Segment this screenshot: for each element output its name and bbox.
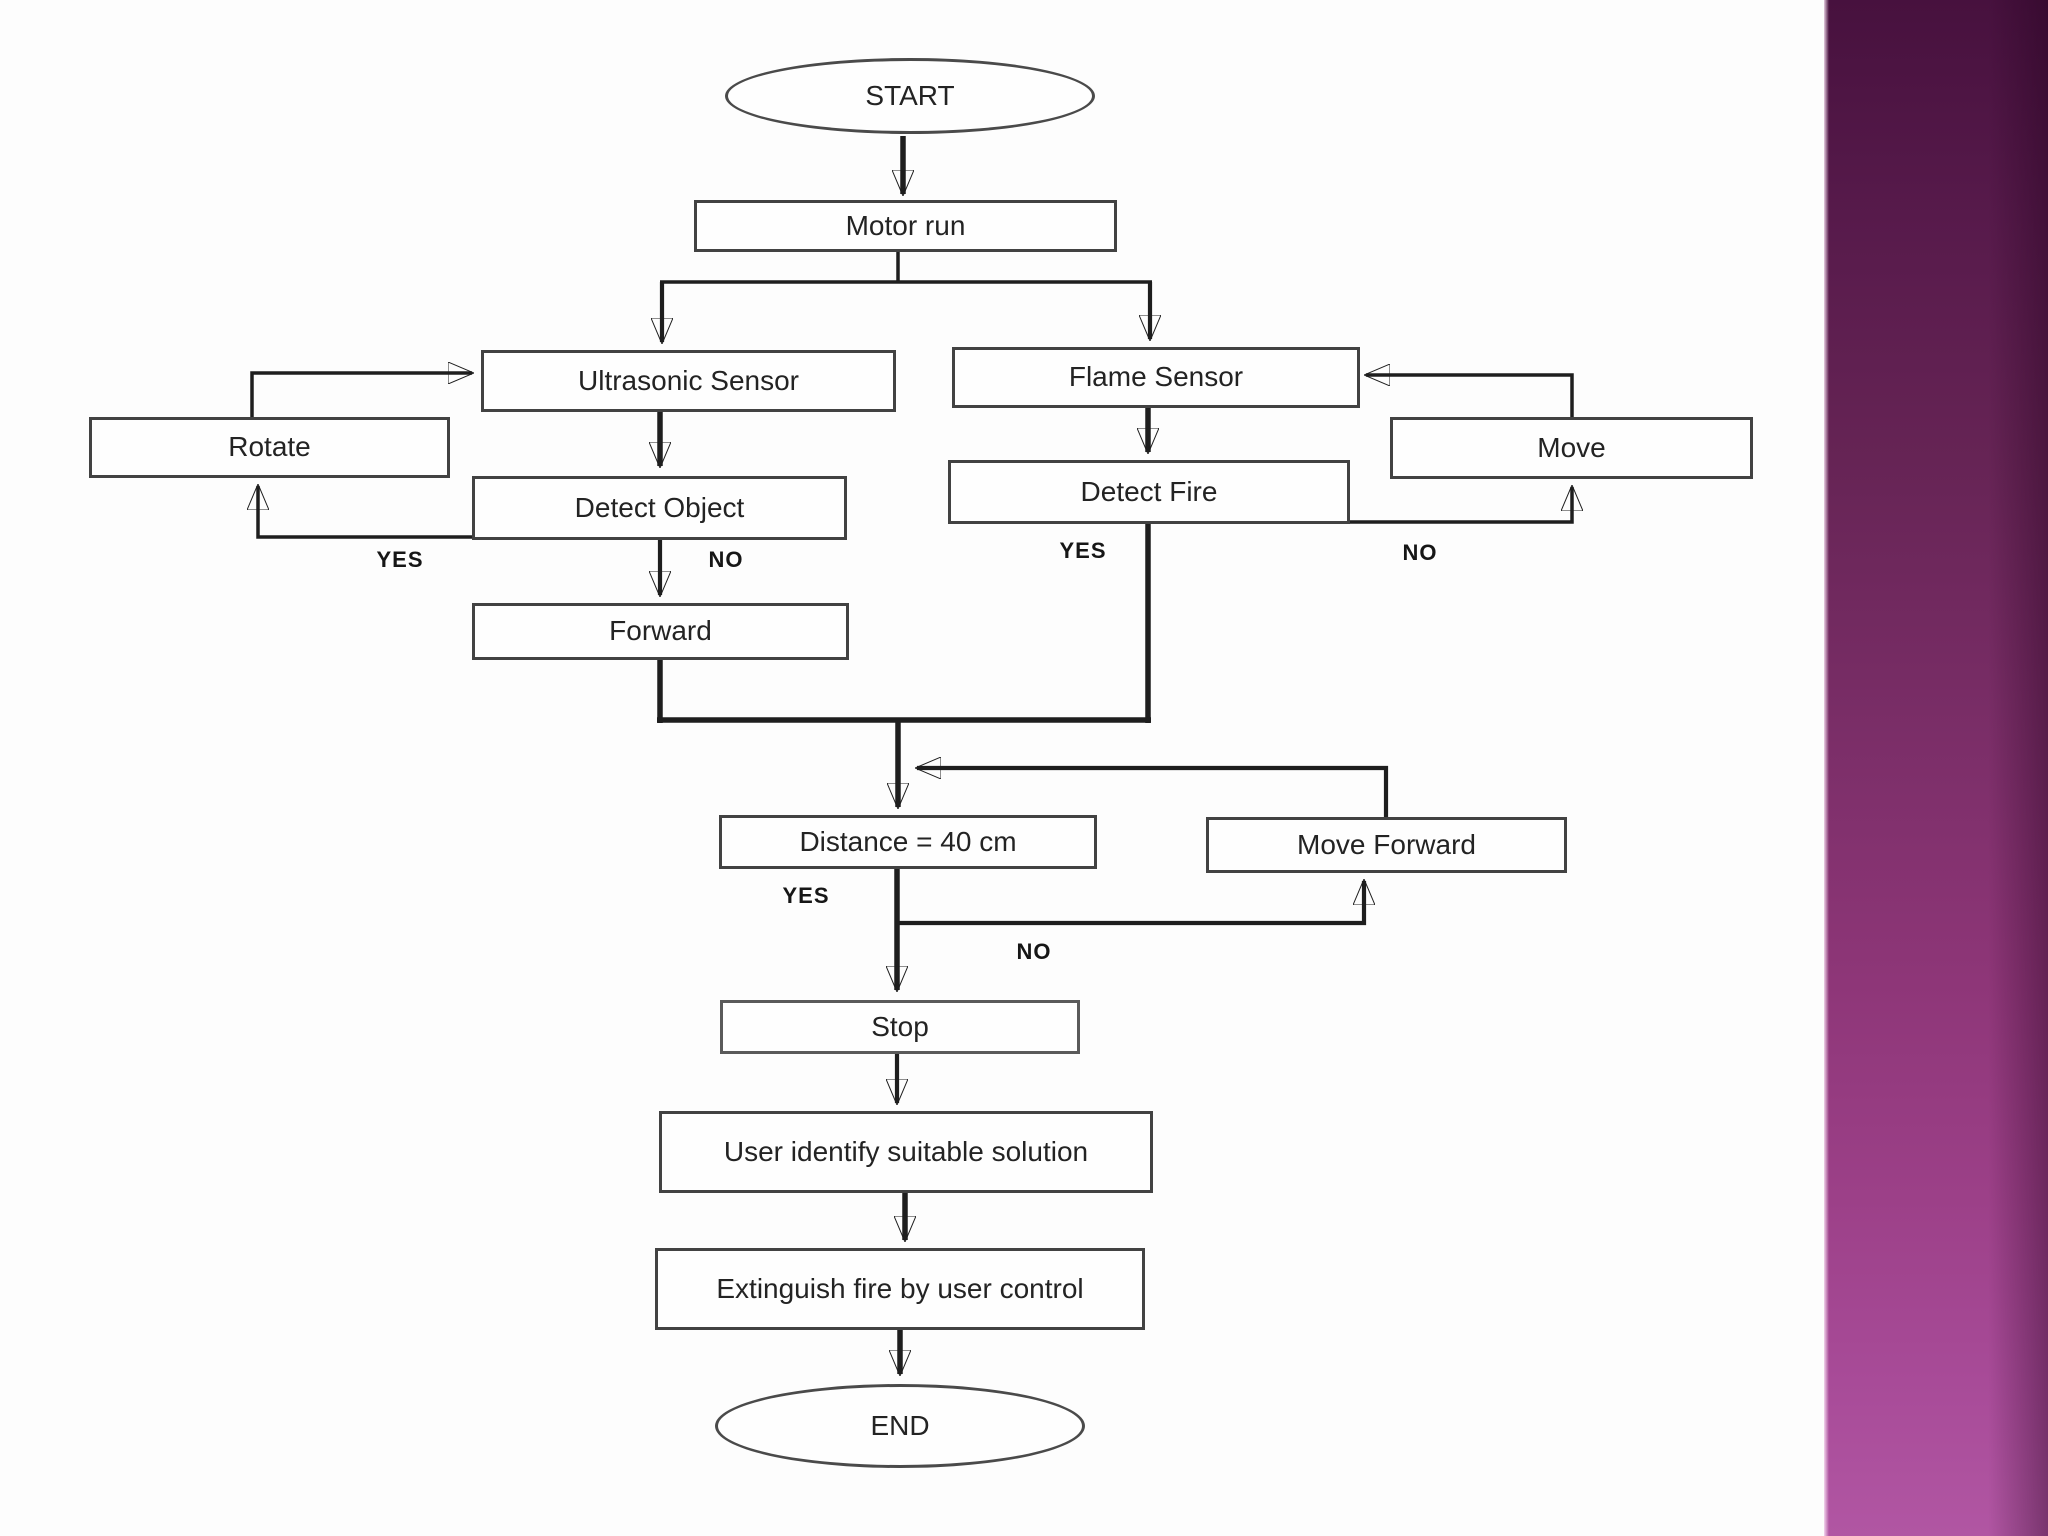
flow-node-move-forward-label: Move Forward [1297,828,1476,860]
flow-node-end-label: END [870,1409,930,1441]
flow-node-user-identify: User identify suitable solution [659,1111,1153,1193]
flow-node-forward: Forward [472,603,849,660]
flow-node-rotate: Rotate [89,417,450,478]
edge-label-distance-no: NO [1016,939,1052,964]
edge-move-flame [1366,375,1574,417]
edge-label-distance-yes: YES [782,883,830,908]
slide-theme-sidebar [1824,0,2048,1536]
edge-label-detect-fire-yes: YES [1059,538,1107,563]
edge-label-detect-fire-no: NO [1402,540,1438,565]
flow-node-stop-label: Stop [871,1010,929,1042]
flow-node-ultrasonic-sensor: Ultrasonic Sensor [481,350,896,412]
edge-label-detect-object-yes: YES [376,547,424,572]
flow-node-stop: Stop [720,1000,1080,1054]
flow-node-detect-object: Detect Object [472,476,847,540]
flow-node-rotate-label: Rotate [228,431,311,463]
flow-node-motor-run-label: Motor run [845,209,966,241]
flow-node-forward-label: Forward [609,615,712,647]
flow-node-flame-sensor: Flame Sensor [952,347,1360,408]
flow-node-start-label: START [865,79,955,111]
flow-node-start: START [725,58,1095,134]
flow-node-distance-40cm-label: Distance = 40 cm [799,825,1017,857]
flow-node-user-identify-label: User identify suitable solution [723,1135,1089,1167]
flow-node-flame-sensor-label: Flame Sensor [1068,361,1244,393]
flow-node-move-label: Move [1537,431,1606,463]
flow-node-end: END [715,1384,1085,1468]
flow-node-distance-40cm: Distance = 40 cm [719,815,1097,869]
edge-distance-moveforward-no [897,881,1364,926]
flow-node-move-forward: Move Forward [1206,817,1567,873]
flow-node-extinguish-label: Extinguish fire by user control [716,1272,1084,1304]
flow-node-move: Move [1390,417,1753,479]
flow-node-detect-fire: Detect Fire [948,460,1350,524]
edge-rotate-ultrasonic [250,373,472,417]
flow-node-motor-run: Motor run [694,200,1117,252]
flow-node-detect-object-label: Detect Object [574,491,745,523]
edge-detectobject-rotate-yes [258,486,472,539]
edge-label-detect-object-no: NO [708,547,744,572]
edge-detectfire-move-no [1350,487,1572,524]
edge-moveforward-loopback [917,768,1389,817]
flow-node-detect-fire-label: Detect Fire [1080,475,1218,507]
flow-node-ultrasonic-sensor-label: Ultrasonic Sensor [578,364,799,396]
flow-node-extinguish: Extinguish fire by user control [655,1248,1145,1330]
